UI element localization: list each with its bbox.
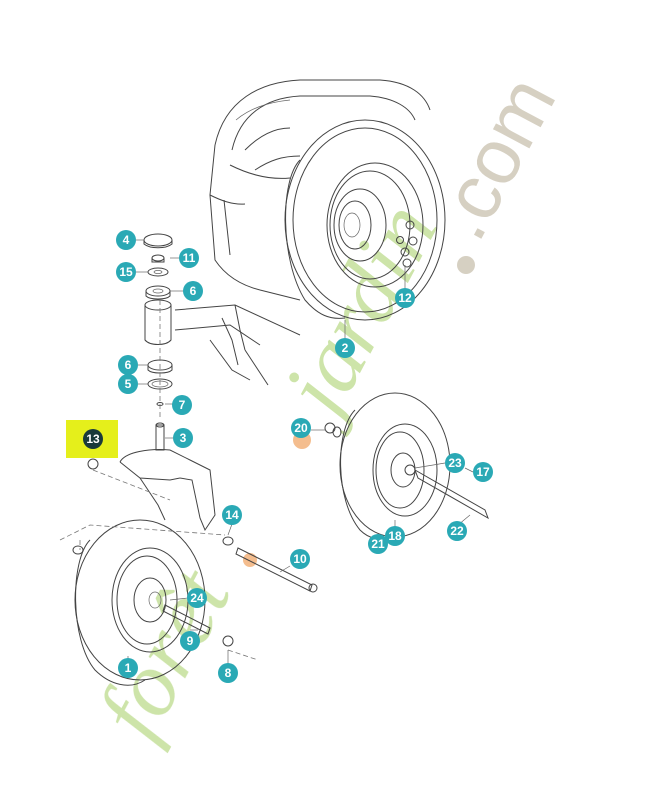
callout-15[interactable]: 15 <box>116 262 136 282</box>
svg-text:15: 15 <box>119 265 133 279</box>
watermark-dot-grey <box>457 256 475 274</box>
axle-hardware <box>59 458 318 661</box>
callout-12[interactable]: 12 <box>395 288 415 308</box>
callout-18[interactable]: 18 <box>385 526 405 546</box>
svg-text:24: 24 <box>190 591 204 605</box>
callout-5[interactable]: 5 <box>118 374 138 394</box>
callout-6-bottom[interactable]: 6 <box>118 355 138 375</box>
callout-3[interactable]: 3 <box>173 428 193 448</box>
caster-fork <box>119 422 216 532</box>
callout-2[interactable]: 2 <box>335 338 355 358</box>
callout-9[interactable]: 9 <box>180 631 200 651</box>
callout-7[interactable]: 7 <box>172 395 192 415</box>
svg-text:23: 23 <box>448 456 462 470</box>
callout-14[interactable]: 14 <box>222 505 242 525</box>
svg-text:10: 10 <box>293 552 307 566</box>
svg-text:18: 18 <box>388 529 402 543</box>
svg-text:9: 9 <box>187 634 194 648</box>
svg-text:22: 22 <box>450 524 464 538</box>
svg-text:6: 6 <box>125 358 132 372</box>
watermark-dot-orange-2 <box>243 553 257 567</box>
rear-wheel <box>284 119 446 321</box>
callout-24[interactable]: 24 <box>187 588 207 608</box>
callout-22[interactable]: 22 <box>447 521 467 541</box>
svg-text:1: 1 <box>125 661 132 675</box>
svg-text:4: 4 <box>123 233 130 247</box>
svg-text:17: 17 <box>476 465 490 479</box>
callout-20[interactable]: 20 <box>291 418 311 438</box>
callout-4[interactable]: 4 <box>116 230 136 250</box>
callout-13-highlighted[interactable]: 13 <box>66 420 118 458</box>
mower-body <box>209 79 431 301</box>
callout-17[interactable]: 17 <box>473 462 493 482</box>
svg-text:13: 13 <box>86 432 100 446</box>
callouts: 1 2 3 4 5 6 6 7 8 9 10 11 12 13 14 15 17… <box>66 230 493 683</box>
svg-text:7: 7 <box>179 398 186 412</box>
callout-23[interactable]: 23 <box>445 453 465 473</box>
callout-10[interactable]: 10 <box>290 549 310 569</box>
callout-1[interactable]: 1 <box>118 658 138 678</box>
watermark-text-com: .com <box>415 62 572 253</box>
watermark-logo: forêt jardin .com <box>78 62 573 754</box>
svg-text:14: 14 <box>225 508 239 522</box>
callout-11[interactable]: 11 <box>179 248 199 268</box>
svg-text:11: 11 <box>183 251 196 265</box>
svg-text:21: 21 <box>371 537 385 551</box>
svg-text:5: 5 <box>125 377 132 391</box>
svg-text:3: 3 <box>180 431 187 445</box>
svg-text:2: 2 <box>342 341 349 355</box>
watermark-text-jardin: jardin <box>258 186 457 438</box>
callout-6-top[interactable]: 6 <box>183 281 203 301</box>
svg-text:8: 8 <box>225 666 232 680</box>
front-frame <box>174 304 301 386</box>
svg-text:20: 20 <box>294 421 308 435</box>
svg-text:12: 12 <box>398 291 412 305</box>
watermark-text-foret: forêt <box>78 551 251 754</box>
callout-8[interactable]: 8 <box>218 663 238 683</box>
caster-stack <box>143 233 173 420</box>
callout-21[interactable]: 21 <box>368 534 388 554</box>
svg-text:6: 6 <box>190 284 197 298</box>
